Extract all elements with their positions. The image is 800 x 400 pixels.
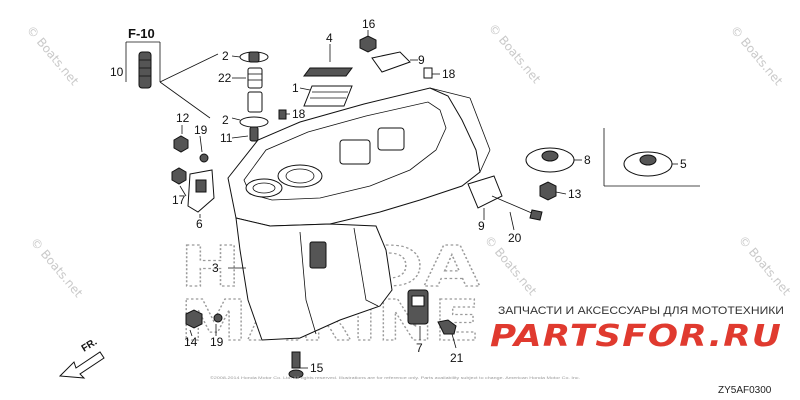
reference-box: F-10 (125, 26, 219, 119)
small-parts-upper (239, 51, 287, 142)
watermark-3: © Boats.net (728, 23, 786, 88)
direction-label: FR. (80, 337, 100, 355)
callout-9-top: 9 (418, 53, 425, 67)
watermark-1: © Boats.net (24, 23, 82, 88)
callout-15: 15 (310, 361, 324, 375)
diagram-code: ZY5AF0300 (718, 385, 772, 396)
promo-group: ЗАПЧАСТИ И АКСЕССУАРЫ ДЛЯ МОТОТЕХНИКИ PA… (490, 305, 784, 354)
anode-part-7 (407, 289, 429, 325)
plate-part-4 (303, 67, 353, 77)
bolt-part-15 (291, 351, 301, 369)
callout-19-lower: 19 (210, 335, 224, 349)
front-arrow-icon (58, 351, 105, 379)
callout-8: 8 (584, 153, 591, 167)
callout-9-lower: 9 (478, 219, 485, 233)
callout-12: 12 (176, 111, 190, 125)
bottom-parts (288, 351, 304, 379)
nut-part-16 (359, 35, 377, 53)
callout-6: 6 (196, 217, 203, 231)
bolt-part-13 (539, 181, 557, 201)
anode-part-9b (467, 175, 503, 209)
watermark-6: © Boats.net (736, 233, 794, 298)
gear-case-body (227, 87, 491, 341)
washer-part-19a (199, 153, 209, 163)
bolt-part-21 (437, 319, 457, 335)
callout-7: 7 (416, 341, 423, 355)
spacer-part (247, 67, 263, 89)
callout-18-top: 18 (442, 67, 456, 81)
callout-2-mid: 2 (222, 113, 229, 127)
callout-14: 14 (184, 335, 198, 349)
background-brand: HONDA MARINE (179, 234, 481, 354)
lower-right-parts (407, 289, 457, 335)
promo-logo: PARTSFOR.RU (490, 319, 782, 354)
bolt-part-20 (491, 195, 535, 215)
callout-1: 1 (292, 81, 299, 95)
pin-part-a (278, 109, 287, 120)
callout-5: 5 (680, 157, 687, 171)
callout-13: 13 (568, 187, 582, 201)
callout-16: 16 (362, 17, 376, 31)
callout-22: 22 (218, 71, 232, 85)
watermark-4: © Boats.net (28, 235, 86, 300)
leader-lines (179, 30, 678, 369)
plate-part-1 (303, 85, 353, 107)
callout-4: 4 (326, 31, 333, 45)
plates-group (303, 67, 353, 107)
anode-part-9a (371, 51, 411, 73)
washer-part-19b (213, 313, 223, 323)
callout-3: 3 (212, 261, 219, 275)
callout-2-top: 2 (222, 49, 229, 63)
watermark-2: © Boats.net (486, 21, 544, 86)
pin-part-18 (423, 67, 433, 79)
upper-right-parts (359, 35, 433, 79)
callout-10: 10 (110, 65, 124, 79)
callout-11: 11 (220, 131, 233, 145)
left-side-parts (171, 135, 223, 329)
callout-20: 20 (508, 231, 522, 245)
callout-labels: 1 2 2 3 4 5 6 7 8 9 9 10 11 12 13 14 15 … (110, 17, 687, 375)
callout-17: 17 (172, 193, 186, 207)
reference-label: F-10 (128, 26, 155, 41)
washer-part-mid (239, 116, 269, 128)
grommet-part (138, 51, 152, 89)
bolt-part-14 (185, 309, 203, 329)
fine-print: ©2008-2014 Honda Motor Co. Ltd. All righ… (210, 375, 580, 380)
bolt-part-12 (173, 135, 189, 153)
plate-part-3 (309, 241, 327, 269)
callout-19-upper: 19 (194, 123, 208, 137)
stud-part (249, 126, 259, 142)
direction-indicator: FR. (58, 337, 105, 379)
bolt-part-17 (171, 167, 187, 185)
callout-18-mid: 18 (292, 107, 306, 121)
collar-part (247, 91, 263, 113)
callout-21: 21 (450, 351, 464, 365)
promo-text: ЗАПЧАСТИ И АКСЕССУАРЫ ДЛЯ МОТОТЕХНИКИ (498, 305, 784, 317)
right-side-parts (467, 128, 700, 221)
